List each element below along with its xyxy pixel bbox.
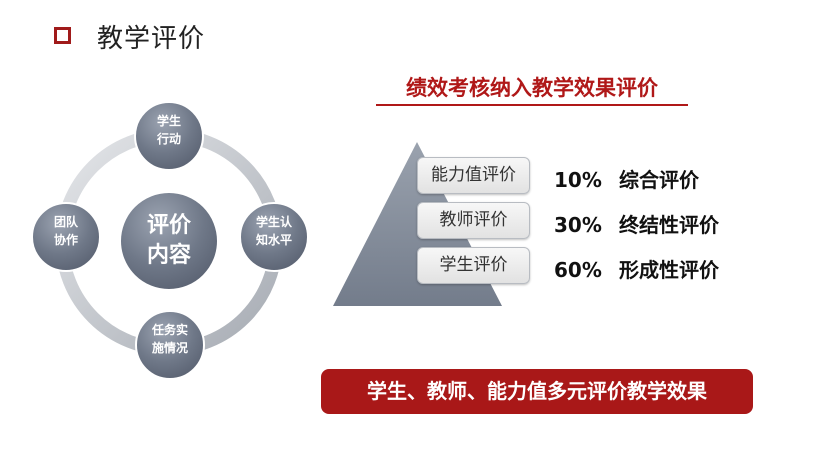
node-top-label: 学生 行动	[156, 114, 181, 146]
node-right	[239, 202, 309, 272]
pill-student: 学生评价	[417, 247, 530, 284]
row-ability: 10% 综合评价	[554, 164, 699, 193]
summary-banner: 学生、教师、能力值多元评价教学效果	[321, 369, 753, 414]
row-ability-type: 综合评价	[618, 168, 699, 192]
node-top	[134, 101, 204, 171]
node-bottom	[135, 310, 205, 380]
row-ability-percent: 10%	[554, 168, 602, 192]
center-node	[119, 191, 219, 291]
title-marker	[54, 27, 71, 44]
evaluation-title: 绩效考核纳入教学效果评价	[376, 72, 688, 106]
row-student-type: 形成性评价	[618, 258, 719, 282]
center-node-label: 评价 内容	[146, 213, 191, 268]
node-right-label: 学生认 知水平	[255, 215, 292, 247]
node-left-label: 团队 协作	[53, 215, 78, 247]
row-teacher: 30% 终结性评价	[554, 209, 719, 238]
node-left	[31, 202, 101, 272]
pill-teacher: 教师评价	[417, 202, 530, 239]
row-student: 60% 形成性评价	[554, 254, 719, 283]
row-student-percent: 60%	[554, 258, 602, 282]
pill-ability: 能力值评价	[417, 157, 530, 194]
node-bottom-label: 任务实 施情况	[151, 323, 188, 355]
row-teacher-type: 终结性评价	[618, 213, 719, 237]
row-teacher-percent: 30%	[554, 213, 602, 237]
page-title: 教学评价	[97, 24, 206, 54]
